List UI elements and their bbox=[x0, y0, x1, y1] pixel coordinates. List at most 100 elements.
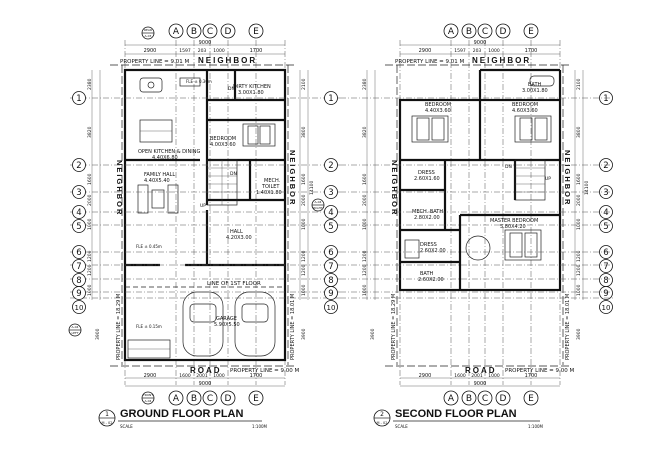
row-label-5: 5 bbox=[328, 222, 333, 232]
svg-text:1600: 1600 bbox=[362, 173, 368, 185]
dim-b4: 1000 bbox=[213, 373, 225, 379]
svg-text:9000: 9000 bbox=[474, 381, 487, 387]
svg-text:3820: 3820 bbox=[87, 126, 93, 138]
row-bubble-4 bbox=[324, 205, 338, 219]
ground-property-top: PROPERTY LINE = 9.01 M bbox=[120, 59, 190, 65]
row-label-1: 1 bbox=[603, 94, 608, 104]
dim-1: 2900 bbox=[144, 48, 157, 54]
row-label-3: 3 bbox=[76, 188, 81, 198]
svg-text:1700: 1700 bbox=[525, 48, 538, 54]
row-label-2: 2 bbox=[76, 161, 81, 171]
ground-neighbor-left: NEIGHBOR bbox=[115, 160, 124, 216]
axis-d-top: D bbox=[225, 27, 232, 37]
row-bubble-5 bbox=[72, 219, 86, 233]
row-label-3: 3 bbox=[603, 188, 608, 198]
rear-elevation-callout: REAR A-03 bbox=[141, 26, 155, 40]
svg-text:LEFT: LEFT bbox=[71, 331, 78, 335]
svg-text:2001: 2001 bbox=[471, 373, 483, 379]
room-bath-top-size: 3.00X1.80 bbox=[522, 88, 548, 94]
row-label-10: 10 bbox=[327, 304, 336, 312]
svg-text:2380: 2380 bbox=[87, 78, 93, 90]
room-master-bedroom: MASTER BEDROOM bbox=[490, 218, 538, 224]
second-property-left: PROPERTY LINE = 18.29 M bbox=[391, 294, 397, 360]
second-row-axes: 2380 3820 1600 2000 1000 1200 1200 1000 … bbox=[340, 70, 615, 340]
room-bath-bottom: BATH bbox=[420, 271, 434, 277]
row-bubble-2 bbox=[72, 158, 86, 172]
ground-property-bottom: PROPERTY LINE = 9.00 M bbox=[230, 368, 300, 374]
row-label-2: 2 bbox=[603, 161, 608, 171]
ground-scale: 1:100M bbox=[252, 424, 268, 429]
room-bedroom-ground: BEDROOM bbox=[210, 136, 236, 142]
svg-text:D: D bbox=[225, 394, 232, 404]
svg-text:1200: 1200 bbox=[87, 264, 93, 276]
row-bubble-1 bbox=[324, 91, 338, 105]
axis-a-top-2: A bbox=[448, 27, 455, 37]
row-label-10: 10 bbox=[75, 304, 84, 312]
room-toilet-size: 1.40X1.80 bbox=[256, 190, 282, 196]
room-dress-1-size: 2.60X1.60 bbox=[414, 176, 440, 182]
row-bubble-7 bbox=[324, 259, 338, 273]
axis-c-top: C bbox=[207, 27, 213, 37]
ground-grid-top: A B C D E bbox=[168, 23, 264, 39]
ground-neighbor-top: NEIGHBOR bbox=[198, 56, 257, 65]
room-garage: GARAGE bbox=[216, 316, 237, 322]
row-label-5: 5 bbox=[76, 222, 81, 232]
svg-text:3900: 3900 bbox=[301, 328, 307, 340]
second-property-right: PROPERTY LINE = 18.01 M bbox=[565, 294, 571, 360]
axis-c-top-2: C bbox=[482, 27, 488, 37]
row-bubble-10 bbox=[324, 300, 338, 314]
ground-up: UP bbox=[200, 203, 206, 209]
axis-b-top: B bbox=[191, 27, 197, 37]
svg-text:2380: 2380 bbox=[362, 78, 368, 90]
svg-text:1600: 1600 bbox=[87, 173, 93, 185]
row-label-7: 7 bbox=[76, 262, 81, 272]
row-bubble-9 bbox=[599, 286, 613, 300]
ground-property-right: PROPERTY LINE = 18.01 M bbox=[290, 294, 296, 360]
svg-text:3800: 3800 bbox=[301, 126, 307, 138]
ground-title-block: 1 M - 02 GROUND FLOOR PLAN SCALE 1:100M bbox=[98, 408, 268, 429]
front-elevation-callout: FRONT A-04 bbox=[141, 391, 155, 405]
svg-text:3820: 3820 bbox=[362, 126, 368, 138]
svg-text:1200: 1200 bbox=[87, 250, 93, 262]
svg-text:A-04: A-04 bbox=[145, 399, 152, 403]
svg-text:2000: 2000 bbox=[87, 194, 93, 206]
dim-4: 1000 bbox=[213, 48, 225, 54]
dim-b2: 1600 bbox=[179, 373, 191, 379]
svg-text:1000: 1000 bbox=[301, 218, 307, 230]
room-toilet: TOILET bbox=[261, 184, 280, 190]
axis-e-top: E bbox=[253, 27, 259, 37]
row-label-8: 8 bbox=[603, 276, 608, 286]
row-label-8: 8 bbox=[76, 276, 81, 286]
level-015: FLE ± 0.15m bbox=[136, 324, 162, 329]
room-hall-size: 4.20X3.00 bbox=[226, 235, 252, 241]
svg-text:1000: 1000 bbox=[362, 284, 368, 296]
svg-text:1200: 1200 bbox=[576, 264, 582, 276]
second-scale-label: SCALE bbox=[395, 424, 408, 429]
svg-text:1600: 1600 bbox=[454, 373, 466, 379]
svg-text:1000: 1000 bbox=[301, 284, 307, 296]
ground-plan-title: GROUND FLOOR PLAN bbox=[120, 408, 243, 420]
ground-road: ROAD bbox=[190, 366, 222, 375]
svg-text:203: 203 bbox=[473, 48, 482, 54]
row-bubble-2 bbox=[324, 158, 338, 172]
axis-e-top-2: E bbox=[528, 27, 534, 37]
svg-text:14100: 14100 bbox=[584, 181, 590, 195]
ground-row-axes: 2380 3820 1600 2000 1000 1200 1200 1000 … bbox=[70, 70, 340, 340]
svg-text:1200: 1200 bbox=[362, 264, 368, 276]
svg-text:2000: 2000 bbox=[362, 194, 368, 206]
dim-b5: 1700 bbox=[250, 373, 263, 379]
svg-text:1700: 1700 bbox=[525, 373, 538, 379]
svg-text:A-03: A-03 bbox=[145, 34, 152, 38]
row-label-4: 4 bbox=[76, 208, 81, 218]
row-label-7: 7 bbox=[328, 262, 333, 272]
row-bubble-4 bbox=[72, 205, 86, 219]
ground-plan-number: 1 bbox=[105, 411, 109, 418]
svg-text:3900: 3900 bbox=[576, 328, 582, 340]
row-bubble-10 bbox=[72, 300, 86, 314]
room-dress-2: DRESS bbox=[420, 242, 437, 248]
second-neighbor-top: NEIGHBOR bbox=[472, 56, 531, 65]
row-bubble-3 bbox=[72, 185, 86, 199]
axis-d-top-2: D bbox=[500, 27, 507, 37]
